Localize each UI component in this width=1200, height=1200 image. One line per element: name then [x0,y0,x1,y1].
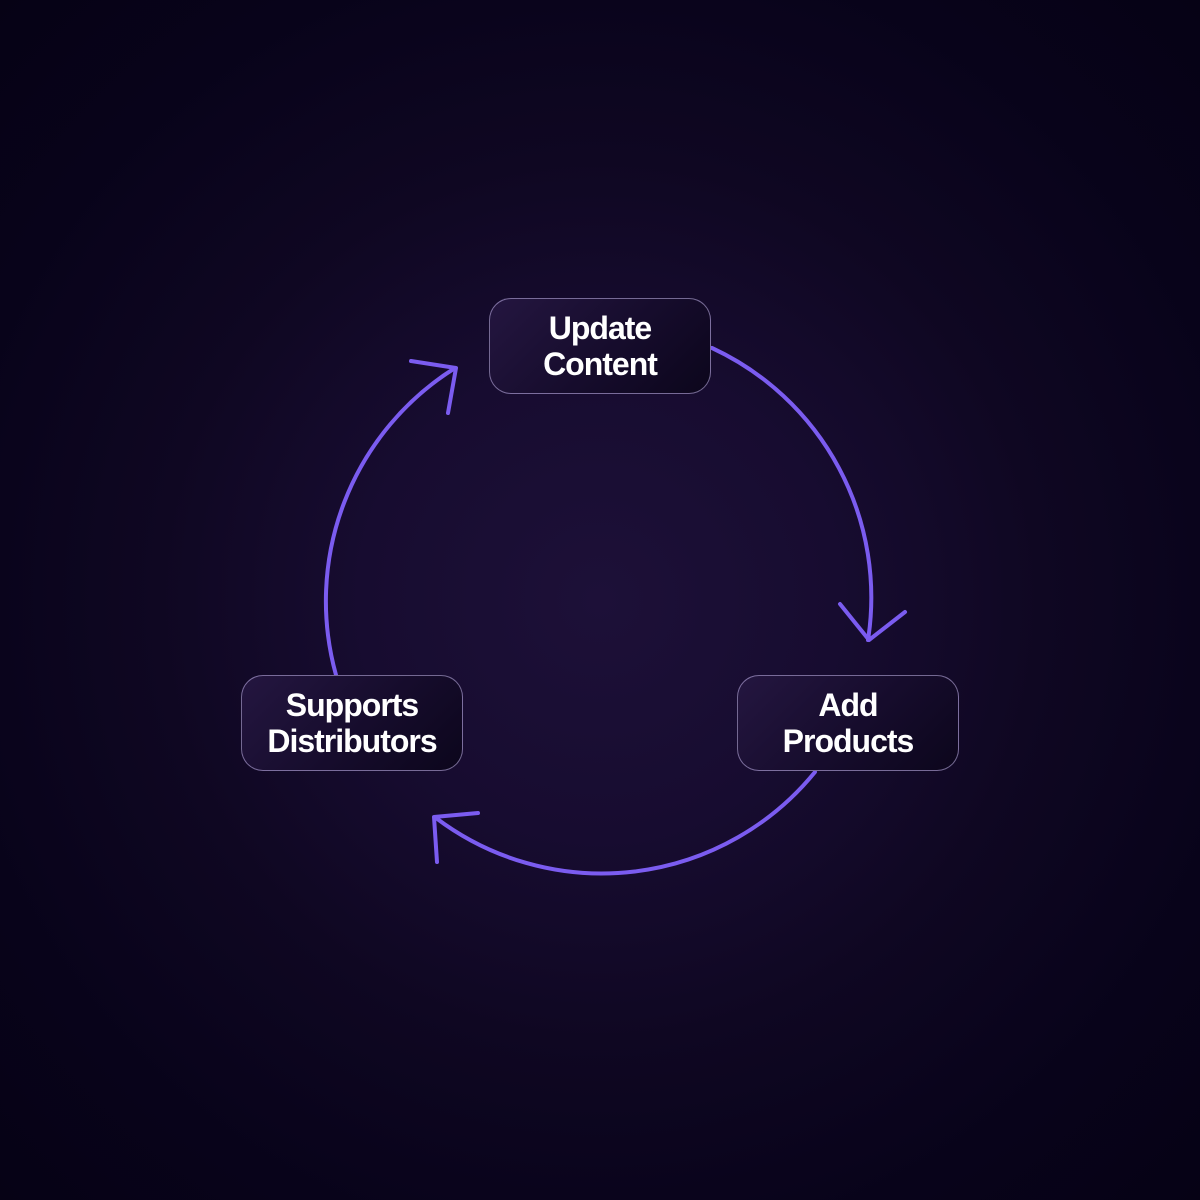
arrow-supports-to-update-head [409,359,458,415]
arrow-add-to-supports [434,770,817,876]
node-add-products-line2: Products [782,723,915,759]
node-add-products-line1: Add [818,687,878,723]
arrow-add-to-supports-head [432,811,480,864]
node-update-content-line2: Content [543,346,658,382]
node-supports-distributors-line1: Supports [285,687,419,723]
arrow-update-to-add-head [838,602,907,642]
node-supports-distributors-line2: Distributors [267,723,437,759]
arrow-supports-to-update [323,366,457,677]
arrow-update-to-add [710,346,874,642]
node-update-content-line1: Update [548,310,652,346]
node-supports-distributors: Supports Distributors [241,675,463,771]
node-update-content: Update Content [489,298,711,394]
node-add-products: Add Products [737,675,959,771]
